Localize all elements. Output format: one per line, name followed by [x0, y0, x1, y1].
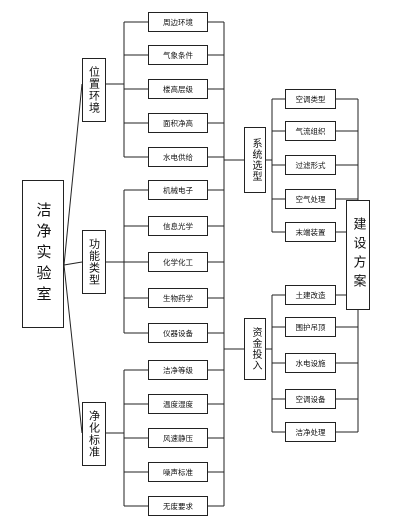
- result-construction-plan: 建设方案: [346, 200, 370, 310]
- leaf-floor-level: 楼高层级: [148, 79, 208, 99]
- item-ac-equipment: 空调设备: [285, 389, 336, 409]
- group-location-environment: 位置环境: [82, 58, 106, 122]
- item-filter-form: 过滤形式: [285, 155, 336, 175]
- leaf-waste-requirement: 无废要求: [148, 496, 208, 516]
- middle-capital-investment: 资金投入: [244, 318, 266, 380]
- leaf-water-power: 水电供给: [148, 147, 208, 167]
- group-function-type: 功能类型: [82, 230, 106, 294]
- leaf-info-optics: 信息光学: [148, 216, 208, 236]
- leaf-noise-standard: 噪声标准: [148, 462, 208, 482]
- item-civil-renovation: 土建改造: [285, 285, 336, 305]
- item-enclosure-ceiling: 围护吊顶: [285, 317, 336, 337]
- item-clean-treatment: 洁净处理: [285, 422, 336, 442]
- item-terminal-device: 末端装置: [285, 222, 336, 242]
- leaf-area-height: 面积净高: [148, 113, 208, 133]
- item-ac-type: 空调类型: [285, 89, 336, 109]
- leaf-bio-pharma: 生物药学: [148, 288, 208, 308]
- leaf-temp-humidity: 温度湿度: [148, 394, 208, 414]
- item-airflow: 气流组织: [285, 121, 336, 141]
- leaf-wind-pressure: 风速静压: [148, 428, 208, 448]
- middle-system-selection: 系统选型: [244, 127, 266, 193]
- root-node: 洁净实验室: [22, 180, 64, 328]
- item-air-treatment: 空气处理: [285, 189, 336, 209]
- leaf-surroundings: 周边环境: [148, 12, 208, 32]
- leaf-weather: 气象条件: [148, 45, 208, 65]
- leaf-instruments: 仪器设备: [148, 323, 208, 343]
- group-purification-standard: 净化标准: [82, 402, 106, 466]
- leaf-cleanliness-level: 洁净等级: [148, 360, 208, 380]
- leaf-chemical: 化学化工: [148, 252, 208, 272]
- leaf-mechanical-electronic: 机械电子: [148, 180, 208, 200]
- item-water-power-facility: 水电设施: [285, 353, 336, 373]
